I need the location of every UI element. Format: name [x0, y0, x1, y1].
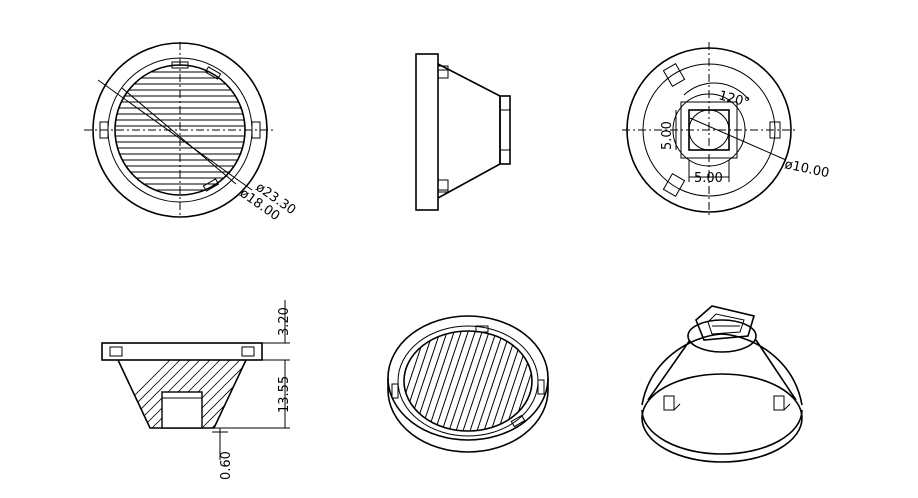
- isometric-front-view: [387, 315, 549, 453]
- total-height-label: 13.55: [277, 376, 292, 413]
- iso-ribs: [404, 331, 532, 431]
- flange-height-label: 3.20: [277, 307, 292, 336]
- side-view: [415, 53, 511, 211]
- slot-height-label: 5.00: [660, 121, 675, 150]
- front-view: ø23.30 ø18.00: [84, 42, 298, 224]
- hole-diameter-label: ø10.00: [783, 157, 830, 181]
- bottom-offset-label: 0.60: [219, 451, 234, 480]
- angle-label: 120°: [717, 88, 751, 111]
- section-view: 3.20 13.55 0.60: [101, 300, 292, 480]
- back-view: 120° 5.00 5.00 ø10.00: [622, 42, 830, 216]
- isometric-back-view: [641, 305, 803, 463]
- slot-width-label: 5.00: [694, 171, 723, 186]
